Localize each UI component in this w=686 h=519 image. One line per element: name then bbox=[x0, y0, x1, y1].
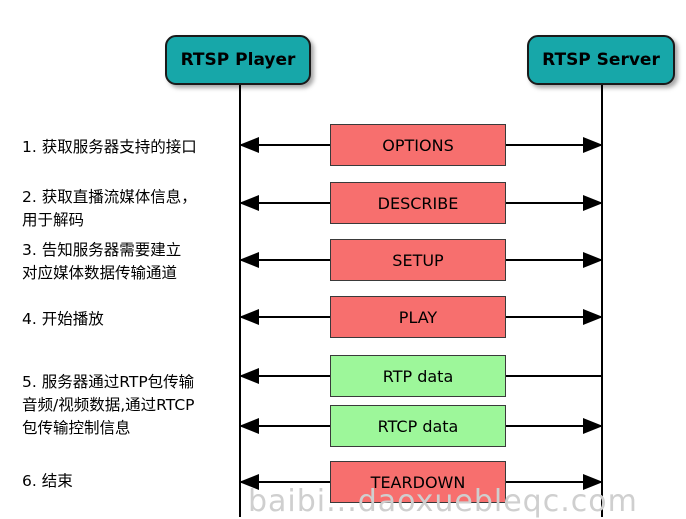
step-2-text: 2. 获取直播流媒体信息， 用于解码 bbox=[22, 188, 197, 229]
step-1-text: 1. 获取服务器支持的接口 bbox=[22, 138, 197, 156]
message-rtcp-data: RTCP data bbox=[330, 405, 506, 447]
message-play: PLAY bbox=[330, 296, 506, 338]
message-play-label: PLAY bbox=[398, 307, 438, 327]
step-4-text: 4. 开始播放 bbox=[22, 310, 104, 328]
message-rtcp-data-label: RTCP data bbox=[377, 416, 459, 436]
step-5-text: 5. 服务器通过RTP包传输 音频/视频数据,通过RTCP 包传输控制信息 bbox=[22, 373, 195, 437]
message-rtp-data: RTP data bbox=[330, 355, 506, 397]
step-3-text: 3. 告知服务器需要建立 对应媒体数据传输通道 bbox=[22, 241, 182, 282]
step-6-text: 6. 结束 bbox=[22, 472, 73, 490]
message-rtp-data-label: RTP data bbox=[382, 366, 454, 386]
message-options: OPTIONS bbox=[330, 124, 506, 166]
message-setup-label: SETUP bbox=[392, 250, 444, 270]
player-label: RTSP Player bbox=[180, 50, 296, 70]
message-describe-label: DESCRIBE bbox=[377, 193, 459, 213]
message-teardown: TEARDOWN bbox=[330, 461, 506, 503]
server-label: RTSP Server bbox=[542, 50, 660, 70]
message-describe: DESCRIBE bbox=[330, 182, 506, 224]
rtsp-server-box: RTSP Server bbox=[527, 35, 675, 85]
watermark: baibi...daoxuebleqc.com bbox=[248, 484, 638, 519]
player-lifeline bbox=[239, 85, 241, 517]
message-setup: SETUP bbox=[330, 239, 506, 281]
message-options-label: OPTIONS bbox=[382, 135, 454, 155]
rtsp-player-box: RTSP Player bbox=[165, 35, 311, 85]
server-lifeline bbox=[601, 85, 603, 517]
message-teardown-label: TEARDOWN bbox=[370, 472, 466, 492]
